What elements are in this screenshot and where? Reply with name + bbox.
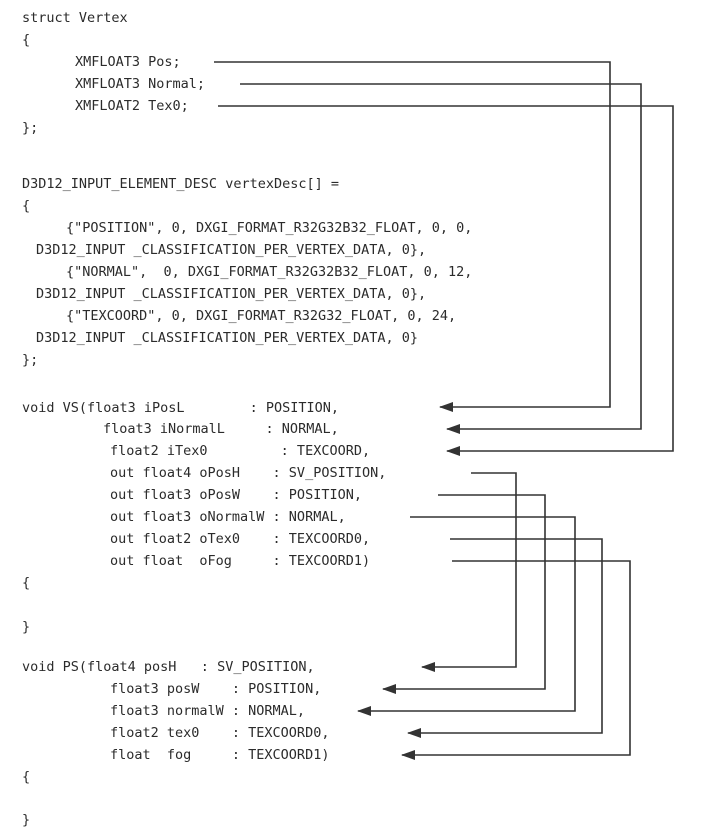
struct-declaration: struct Vertex	[22, 10, 128, 26]
vs-param-inormall: float3 iNormalL : NORMAL,	[103, 421, 339, 437]
connector-oposw-to-posw	[382, 494, 546, 694]
ps-close-brace: }	[22, 812, 31, 828]
vs-param-ofog: out float oFog : TEXCOORD1)	[110, 553, 371, 569]
ps-open-brace: {	[22, 769, 31, 785]
input-desc-close-brace: };	[22, 352, 39, 368]
struct-field-pos: XMFLOAT3 Pos;	[75, 54, 181, 70]
connector-onormalw-to-normalw	[357, 516, 576, 716]
input-desc-texcoord: {"TEXCOORD", 0, DXGI_FORMAT_R32G32_FLOAT…	[66, 308, 457, 324]
ps-param-posw: float3 posW : POSITION,	[110, 681, 322, 697]
vs-param-otex0: out float2 oTex0 : TEXCOORD0,	[110, 531, 371, 547]
ps-param-tex0: float2 tex0 : TEXCOORD0,	[110, 725, 330, 741]
input-desc-texcoord-class: D3D12_INPUT _CLASSIFICATION_PER_VERTEX_D…	[36, 330, 419, 346]
struct-close-brace: };	[22, 120, 39, 136]
struct-field-tex0: XMFLOAT2 Tex0;	[75, 98, 189, 114]
vs-param-oposh: out float4 oPosH : SV_POSITION,	[110, 465, 387, 481]
vs-param-itex0: float2 iTex0 : TEXCOORD,	[110, 443, 371, 459]
connector-ofog-to-fog	[401, 560, 631, 760]
struct-open-brace: {	[22, 32, 31, 48]
input-desc-declaration: D3D12_INPUT_ELEMENT_DESC vertexDesc[] =	[22, 176, 339, 192]
input-desc-position: {"POSITION", 0, DXGI_FORMAT_R32G32B32_FL…	[66, 220, 473, 236]
struct-field-normal: XMFLOAT3 Normal;	[75, 76, 206, 92]
vs-param-oposw: out float3 oPosW : POSITION,	[110, 487, 362, 503]
vs-close-brace: }	[22, 619, 31, 635]
input-desc-open-brace: {	[22, 198, 31, 214]
vs-param-onormalw: out float3 oNormalW : NORMAL,	[110, 509, 346, 525]
vs-open-brace: {	[22, 575, 31, 591]
input-desc-normal: {"NORMAL", 0, DXGI_FORMAT_R32G32B32_FLOA…	[66, 264, 473, 280]
ps-param-posh: void PS(float4 posH : SV_POSITION,	[22, 659, 315, 675]
connector-otex0-to-tex0	[407, 538, 603, 738]
connector-pos-to-iposl	[214, 61, 611, 412]
ps-param-fog: float fog : TEXCOORD1)	[110, 747, 330, 763]
vs-param-iposl: void VS(float3 iPosL : POSITION,	[22, 400, 339, 416]
connector-tex0-to-itex0	[218, 105, 674, 456]
input-desc-normal-class: D3D12_INPUT _CLASSIFICATION_PER_VERTEX_D…	[36, 286, 427, 302]
connector-oposh-to-posh	[421, 472, 517, 672]
input-desc-position-class: D3D12_INPUT _CLASSIFICATION_PER_VERTEX_D…	[36, 242, 427, 258]
ps-param-normalw: float3 normalW : NORMAL,	[110, 703, 306, 719]
connector-normal-to-inormall	[240, 83, 642, 434]
